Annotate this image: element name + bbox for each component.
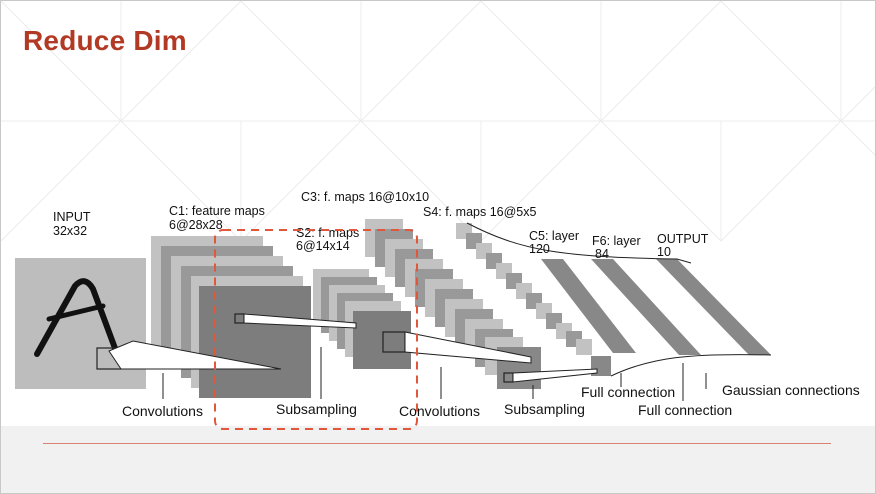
op-gaussian-connections: Gaussian connections	[722, 382, 860, 398]
op-full-connection-2: Full connection	[638, 402, 732, 418]
s2-title: S2: f. maps	[296, 226, 359, 240]
lenet-diagram: INPUT 32x32 C1: feature maps 6@28x28 S2:…	[15, 190, 860, 430]
c5-size: 120	[529, 242, 550, 256]
output-band	[656, 259, 771, 355]
input-letter-a	[34, 278, 122, 362]
c1-title: C1: feature maps	[169, 204, 265, 218]
input-letter-a-bar	[46, 303, 106, 322]
op-subsampling-2: Subsampling	[504, 401, 585, 417]
c5-title: C5: layer	[529, 229, 579, 243]
op-convolutions-1: Convolutions	[122, 403, 203, 419]
subsample2-projection	[512, 368, 598, 383]
c1-layer: C1: feature maps 6@28x28	[151, 204, 311, 398]
slide-title: Reduce Dim	[23, 25, 187, 56]
operation-ticks	[162, 347, 707, 401]
c5-band	[541, 259, 636, 353]
s4-title: S4: f. maps 16@5x5	[423, 205, 536, 219]
op-full-connection-1: Full connection	[581, 384, 675, 400]
subsample1-projection	[243, 313, 357, 329]
fc-bottom-curve	[610, 354, 772, 377]
f6-title: F6: layer	[592, 234, 641, 248]
output-title: OUTPUT	[657, 232, 709, 246]
c3-title: C3: f. maps 16@10x10	[301, 190, 429, 204]
f6-size: 84	[595, 247, 609, 261]
full-connection-bands	[466, 222, 772, 377]
output-size: 10	[657, 245, 671, 259]
s2-size: 6@14x14	[296, 239, 350, 253]
conv1-projection	[108, 340, 282, 370]
op-convolutions-2: Convolutions	[399, 403, 480, 419]
f6-band	[591, 259, 701, 355]
fc-top-curve	[466, 222, 692, 264]
s2-layer: S2: f. maps 6@14x14	[296, 226, 411, 369]
input-size: 32x32	[53, 224, 87, 238]
footer-band	[1, 426, 875, 493]
op-subsampling-1: Subsampling	[276, 401, 357, 417]
input-title: INPUT	[53, 210, 91, 224]
conv2-projection	[404, 331, 532, 364]
c1-size: 6@28x28	[169, 218, 223, 232]
footer-divider	[43, 443, 831, 444]
